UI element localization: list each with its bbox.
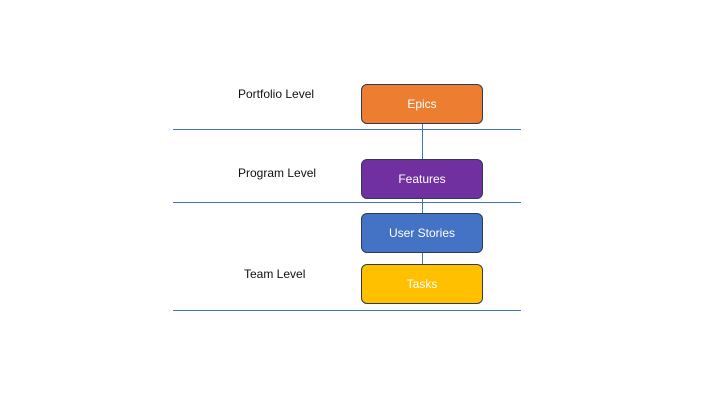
- tasks-box: Tasks: [361, 264, 483, 304]
- epics-label: Epics: [407, 97, 437, 111]
- separator-program-team: [173, 202, 521, 203]
- tasks-label: Tasks: [406, 277, 438, 291]
- separator-portfolio-program: [173, 129, 521, 130]
- features-box: Features: [361, 159, 483, 199]
- program-level-label: Program Level: [238, 166, 317, 180]
- team-level-label: Team Level: [244, 267, 306, 281]
- connector-user-stories-tasks: [422, 253, 423, 264]
- epics-box: Epics: [361, 84, 483, 124]
- portfolio-level-label: Portfolio Level: [238, 87, 315, 101]
- user-stories-box: User Stories: [361, 213, 483, 253]
- separator-team-bottom: [173, 310, 521, 311]
- user-stories-label: User Stories: [388, 226, 456, 240]
- connector-features-user-stories: [422, 199, 423, 213]
- connector-epics-features: [422, 124, 423, 159]
- features-label: Features: [398, 172, 446, 186]
